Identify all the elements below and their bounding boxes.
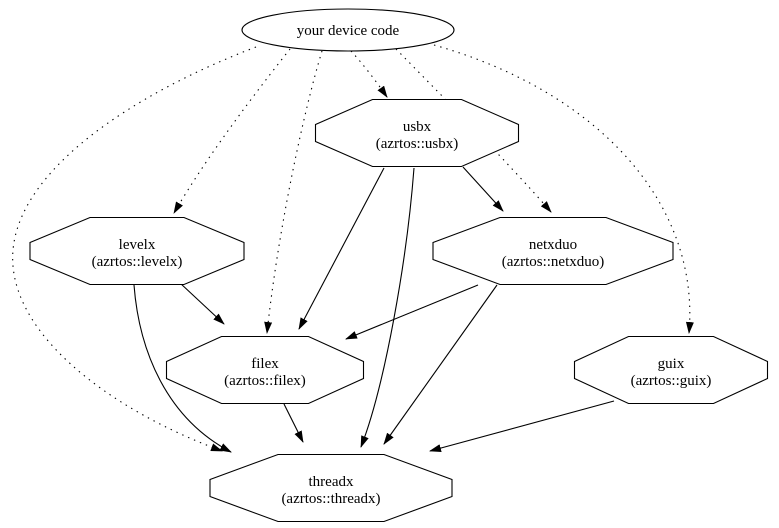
node-threadx-shape — [209, 453, 453, 523]
edge-usbx-to-filex — [298, 167, 385, 330]
node-netxduo-shape — [432, 216, 674, 286]
node-threadx-label-line-1: threadx — [309, 474, 354, 490]
edge-netxduo-to-threadx — [383, 284, 498, 445]
node-usbx-shape — [314, 98, 520, 168]
edge-usbx-to-netxduo — [462, 166, 504, 212]
node-usbx-label-line-2: (azrtos::usbx) — [376, 136, 458, 152]
edge-guix-to-threadx — [429, 400, 615, 452]
node-device-code: your device code — [241, 8, 455, 52]
node-usbx: usbx(azrtos::usbx) — [314, 98, 520, 168]
edge-usbx-to-threadx — [360, 167, 415, 448]
node-filex-shape — [165, 335, 365, 405]
node-threadx: threadx(azrtos::threadx) — [209, 453, 453, 523]
edge-device-code-to-levelx — [173, 48, 291, 214]
node-filex-label-line-2: (azrtos::filex) — [224, 373, 306, 389]
node-netxduo-label-line-2: (azrtos::netxduo) — [502, 254, 604, 270]
node-filex: filex(azrtos::filex) — [165, 335, 365, 405]
edge-filex-to-threadx — [283, 403, 304, 443]
node-guix: guix(azrtos::guix) — [573, 335, 769, 405]
edge-device-code-to-guix — [433, 44, 694, 334]
node-device-code-shape — [241, 8, 455, 52]
node-levelx: levelx(azrtos::levelx) — [29, 216, 245, 286]
node-levelx-shape — [29, 216, 245, 286]
node-device-code-label-line-1: your device code — [297, 23, 400, 39]
node-netxduo-label-line-1: netxduo — [529, 237, 577, 253]
node-levelx-label-line-2: (azrtos::levelx) — [92, 254, 183, 270]
edge-netxduo-to-filex — [345, 284, 479, 340]
node-threadx-label-line-2: (azrtos::threadx) — [281, 491, 380, 507]
node-guix-label-line-1: guix — [658, 356, 685, 372]
edge-levelx-to-threadx — [133, 284, 232, 453]
node-levelx-label-line-1: levelx — [119, 237, 156, 253]
node-netxduo: netxduo(azrtos::netxduo) — [432, 216, 674, 286]
node-guix-shape — [573, 335, 769, 405]
edge-device-code-to-filex — [264, 50, 323, 334]
edge-levelx-to-filex — [179, 282, 225, 325]
node-guix-label-line-2: (azrtos::guix) — [631, 373, 712, 389]
edge-device-code-to-usbx — [350, 50, 388, 98]
node-filex-label-line-1: filex — [251, 356, 279, 372]
node-usbx-label-line-1: usbx — [403, 119, 432, 135]
